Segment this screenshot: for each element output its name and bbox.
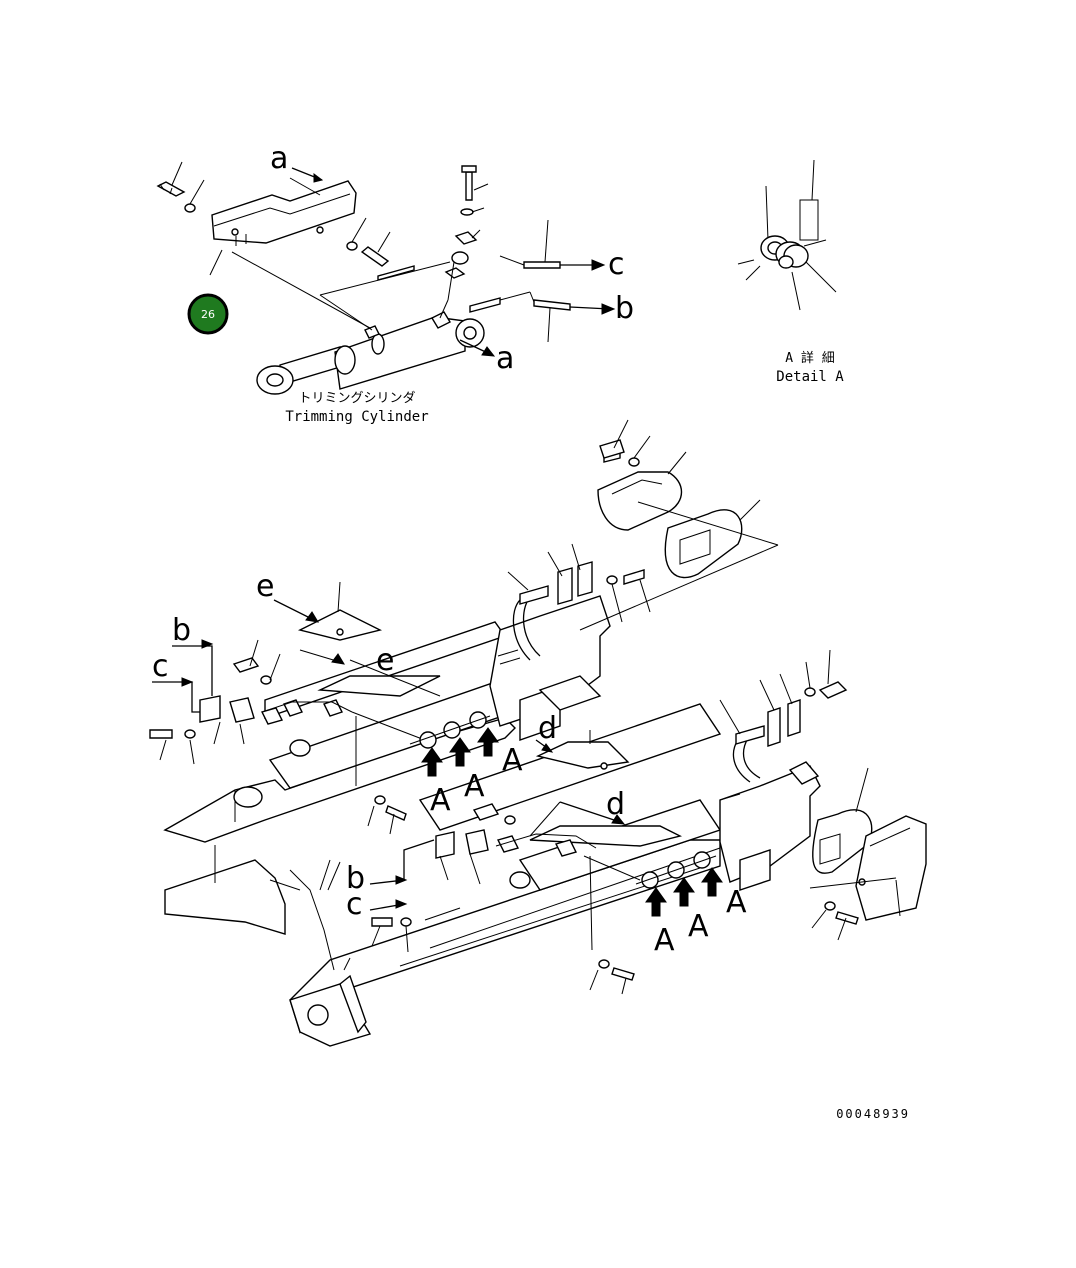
washer-icon <box>504 815 516 825</box>
callout-A-3: A <box>502 743 523 778</box>
flange-icon <box>767 707 781 747</box>
callout-e-lower: e <box>376 643 394 678</box>
bolt-icon <box>818 681 848 699</box>
callout-A-4: A <box>654 923 675 958</box>
callout-b-lower: b <box>346 861 365 896</box>
trimming-cylinder-body <box>256 311 485 395</box>
bolt-icon <box>623 569 645 585</box>
flange-icon <box>199 695 221 723</box>
washer-icon <box>260 675 272 685</box>
flange-icon <box>435 831 455 859</box>
callout-A-2: A <box>464 769 485 804</box>
lower-left-fittings: b c <box>346 803 641 995</box>
bolt-icon <box>232 657 260 673</box>
cylinder-label-jp: トリミングシリンダ <box>298 391 415 406</box>
clip-icon <box>454 231 478 245</box>
cylinder-label-en: Trimming Cylinder <box>285 409 428 425</box>
trimming-cylinder-assembly: a <box>156 141 634 425</box>
arrow-icon <box>449 737 471 767</box>
badge-number: 26 <box>201 308 215 321</box>
callout-c-lower: c <box>346 887 363 922</box>
fitting-icon <box>523 261 561 269</box>
arrow-icon <box>645 887 667 917</box>
callout-c-top: c <box>608 247 625 282</box>
arrow-icon <box>421 747 443 777</box>
callout-d-upper: d <box>538 711 557 746</box>
bolt-icon <box>835 911 859 925</box>
drawing-number: 00048939 <box>836 1107 910 1121</box>
washer-icon <box>400 917 412 927</box>
bolt-icon <box>469 297 501 313</box>
washer-icon <box>824 901 836 911</box>
flange-icon <box>229 697 255 723</box>
bolt-icon <box>360 246 390 267</box>
arrow-icon <box>701 867 723 897</box>
bolt-icon <box>371 917 393 927</box>
flange-icon <box>787 699 801 737</box>
pin-icon <box>377 265 415 281</box>
bolt-icon <box>472 803 500 821</box>
washer-icon <box>598 959 610 969</box>
flange-icon <box>577 561 593 597</box>
arrow-icon <box>673 877 695 907</box>
arrow-icon <box>477 727 499 757</box>
nut-icon <box>451 251 469 265</box>
fitting-icon <box>533 299 571 311</box>
washer-icon <box>184 729 196 739</box>
fitting-cluster-a-upper: A A A <box>409 711 523 818</box>
bracket-cover-lower <box>719 649 927 941</box>
bolt-icon <box>461 165 477 201</box>
washer-icon <box>628 457 640 467</box>
hose-lines-upper <box>507 543 651 661</box>
cylinder-cover-plate <box>211 180 357 246</box>
detail-label-jp: A 詳 細 <box>785 350 834 366</box>
washer-icon <box>460 208 474 216</box>
washer-icon <box>374 795 386 805</box>
washer-icon <box>804 687 816 697</box>
bolt-icon <box>149 729 173 739</box>
item-number-badge[interactable]: 26 <box>187 293 229 335</box>
flange-icon <box>465 829 489 855</box>
callout-e-upper: e <box>256 569 274 604</box>
bracket-cover-top <box>579 419 779 631</box>
callout-a-cylinder: a <box>496 341 514 376</box>
callout-b-top: b <box>615 291 634 326</box>
boom-frame <box>163 595 821 1047</box>
washer-icon <box>346 241 358 251</box>
washer-icon <box>184 203 196 213</box>
flange-icon <box>557 567 573 605</box>
washer-icon <box>606 575 618 585</box>
bolt-icon <box>385 805 407 821</box>
callout-a-top: a <box>270 141 288 176</box>
callout-A-1: A <box>430 783 451 818</box>
callout-b-left: b <box>172 613 191 648</box>
callout-A-5: A <box>688 909 709 944</box>
detail-label-en: Detail A <box>776 369 844 385</box>
callout-c-left: c <box>152 649 169 684</box>
callout-A-6: A <box>726 885 747 920</box>
bolt-icon <box>611 967 635 981</box>
bolt-icon <box>156 181 186 197</box>
detail-a-view: A 詳 細 Detail A <box>737 159 844 385</box>
fitting-cluster-a-lower: A A A <box>635 851 747 958</box>
upper-left-fittings: e e b c <box>149 569 441 835</box>
callout-d-lower: d <box>606 787 625 822</box>
